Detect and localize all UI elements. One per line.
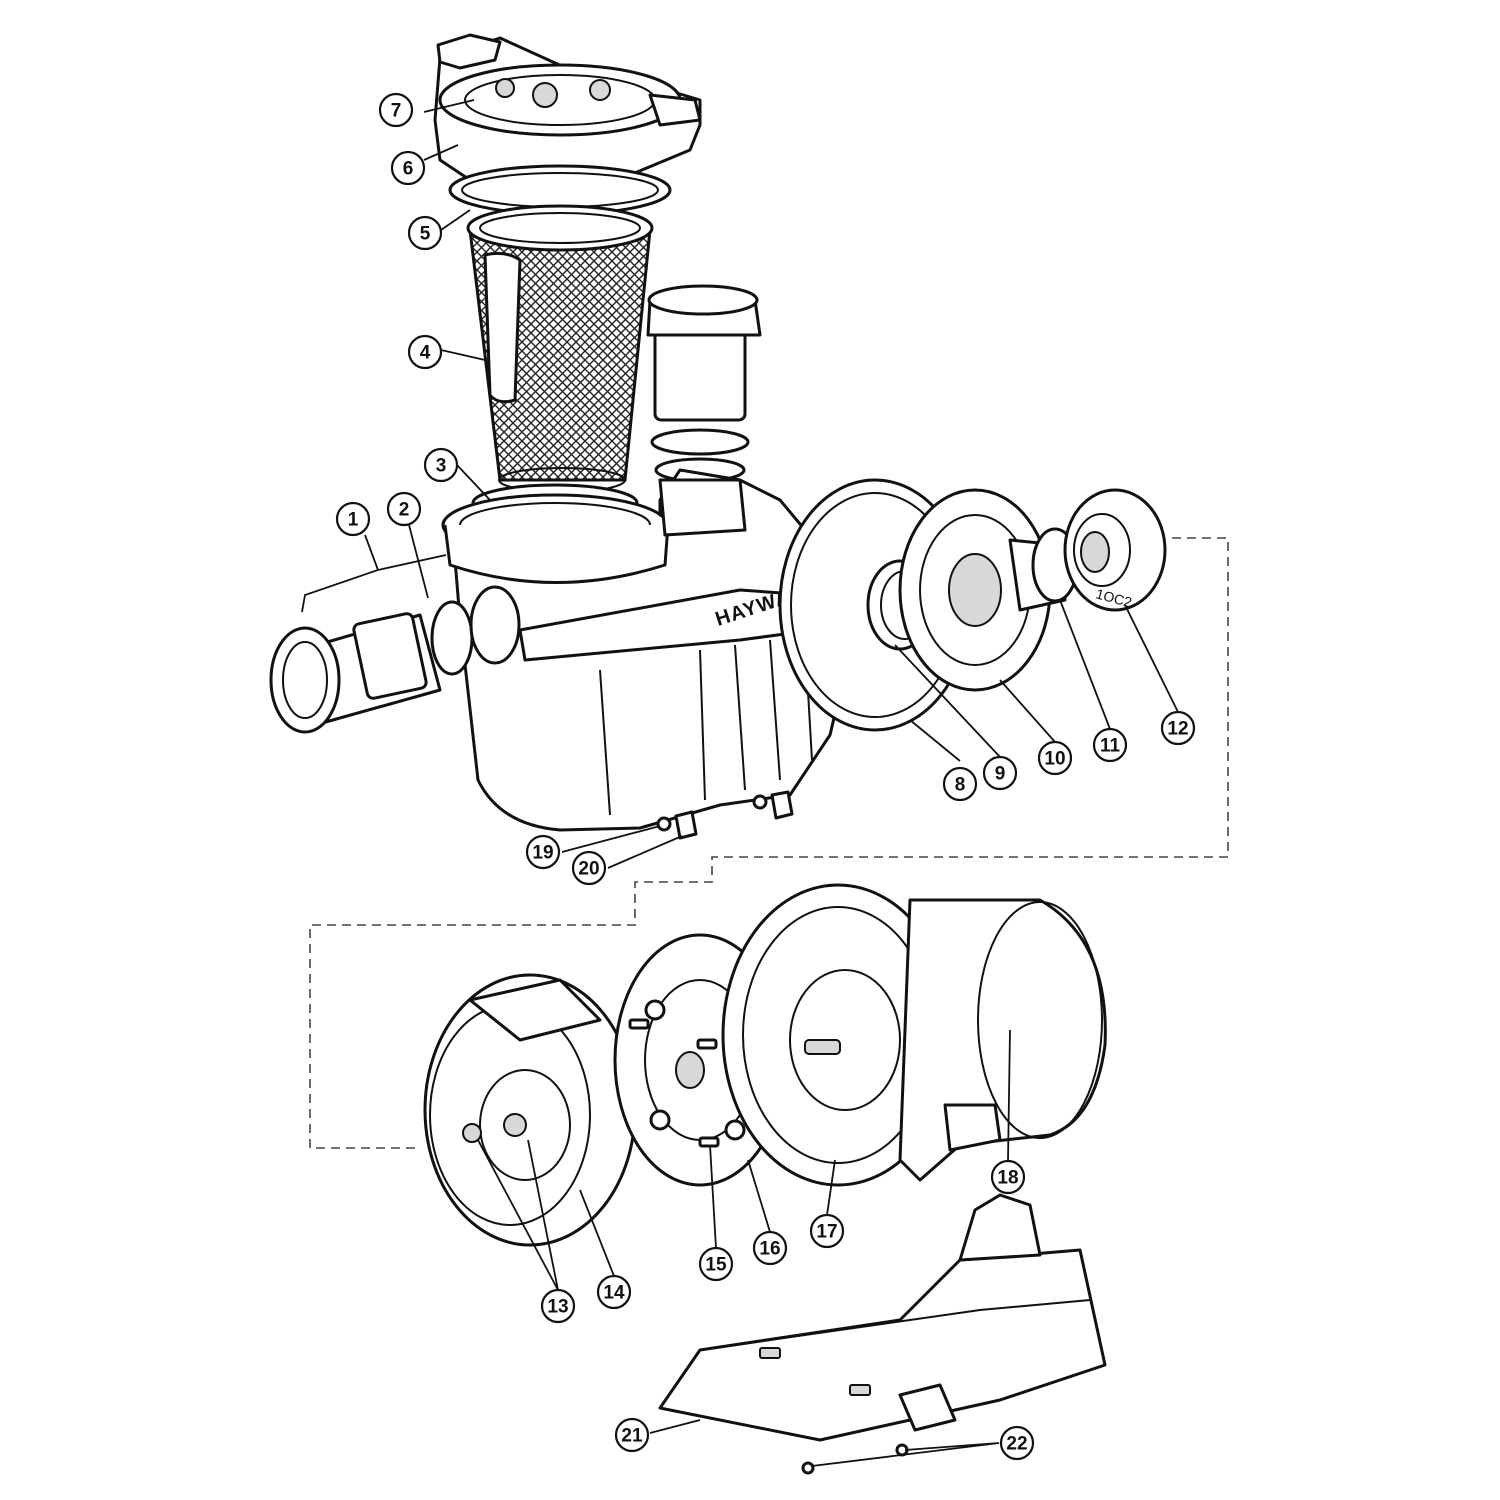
motor bbox=[898, 898, 1107, 1182]
seal-plate-bolt bbox=[462, 1123, 482, 1143]
svg-text:6: 6 bbox=[403, 159, 414, 180]
callout-2: 2 bbox=[386, 491, 422, 527]
callout-22: 22 bbox=[999, 1425, 1035, 1461]
svg-text:13: 13 bbox=[547, 1297, 568, 1318]
svg-text:1: 1 bbox=[348, 510, 359, 531]
callout-14: 14 bbox=[596, 1274, 632, 1310]
pump-housing bbox=[441, 468, 852, 832]
svg-text:19: 19 bbox=[532, 843, 553, 864]
impeller bbox=[1063, 488, 1167, 612]
base-screw bbox=[801, 1461, 815, 1475]
svg-text:5: 5 bbox=[420, 224, 431, 245]
callout-21: 21 bbox=[614, 1417, 650, 1453]
seal-plate-boss bbox=[503, 1113, 527, 1137]
callout-11: 11 bbox=[1092, 727, 1128, 763]
leader-lines bbox=[301, 99, 1179, 1467]
callout-3: 3 bbox=[423, 447, 459, 483]
callout-7: 7 bbox=[378, 92, 414, 128]
assembly-dashed-line bbox=[309, 537, 1229, 1149]
callout-10: 10 bbox=[1037, 740, 1073, 776]
drain-plugs bbox=[656, 790, 794, 840]
discharge-union bbox=[646, 284, 762, 483]
svg-text:4: 4 bbox=[420, 343, 431, 364]
seal-plate bbox=[423, 973, 637, 1247]
callout-18: 18 bbox=[990, 1159, 1026, 1195]
svg-text:17: 17 bbox=[816, 1222, 837, 1243]
inlet-port bbox=[469, 585, 521, 665]
svg-text:20: 20 bbox=[578, 859, 599, 880]
callout-13: 13 bbox=[540, 1288, 576, 1324]
svg-text:21: 21 bbox=[621, 1426, 643, 1447]
strainer-basket bbox=[466, 204, 654, 493]
callout-1: 1 bbox=[335, 501, 371, 537]
svg-text:10: 10 bbox=[1044, 749, 1065, 770]
inlet-union bbox=[269, 612, 442, 734]
svg-text:14: 14 bbox=[603, 1283, 625, 1304]
svg-text:18: 18 bbox=[997, 1168, 1018, 1189]
callout-12: 12 bbox=[1160, 710, 1196, 746]
strainer-cover bbox=[433, 33, 702, 187]
svg-text:9: 9 bbox=[995, 764, 1006, 785]
callout-19: 19 bbox=[525, 834, 561, 870]
callout-16: 16 bbox=[752, 1230, 788, 1266]
svg-text:11: 11 bbox=[1100, 736, 1121, 757]
svg-text:3: 3 bbox=[436, 456, 447, 477]
callout-15: 15 bbox=[698, 1246, 734, 1282]
svg-text:22: 22 bbox=[1006, 1434, 1027, 1455]
svg-text:2: 2 bbox=[399, 500, 410, 521]
callout-20: 20 bbox=[571, 850, 607, 886]
inlet-o-ring bbox=[430, 600, 474, 676]
svg-text:15: 15 bbox=[705, 1255, 727, 1276]
motor-end-plate bbox=[721, 883, 955, 1187]
svg-text:7: 7 bbox=[391, 101, 402, 122]
motor-base bbox=[658, 1193, 1107, 1442]
callout-6: 6 bbox=[390, 150, 426, 186]
callout-8: 8 bbox=[942, 766, 978, 802]
svg-text:12: 12 bbox=[1167, 719, 1188, 740]
callout-9: 9 bbox=[982, 755, 1018, 791]
callout-17: 17 bbox=[809, 1213, 845, 1249]
svg-text:16: 16 bbox=[759, 1239, 780, 1260]
callout-4: 4 bbox=[407, 334, 443, 370]
diffuser bbox=[898, 488, 1067, 692]
mounting-bolts bbox=[628, 1018, 720, 1148]
callout-5: 5 bbox=[407, 215, 443, 251]
svg-text:8: 8 bbox=[955, 775, 966, 796]
